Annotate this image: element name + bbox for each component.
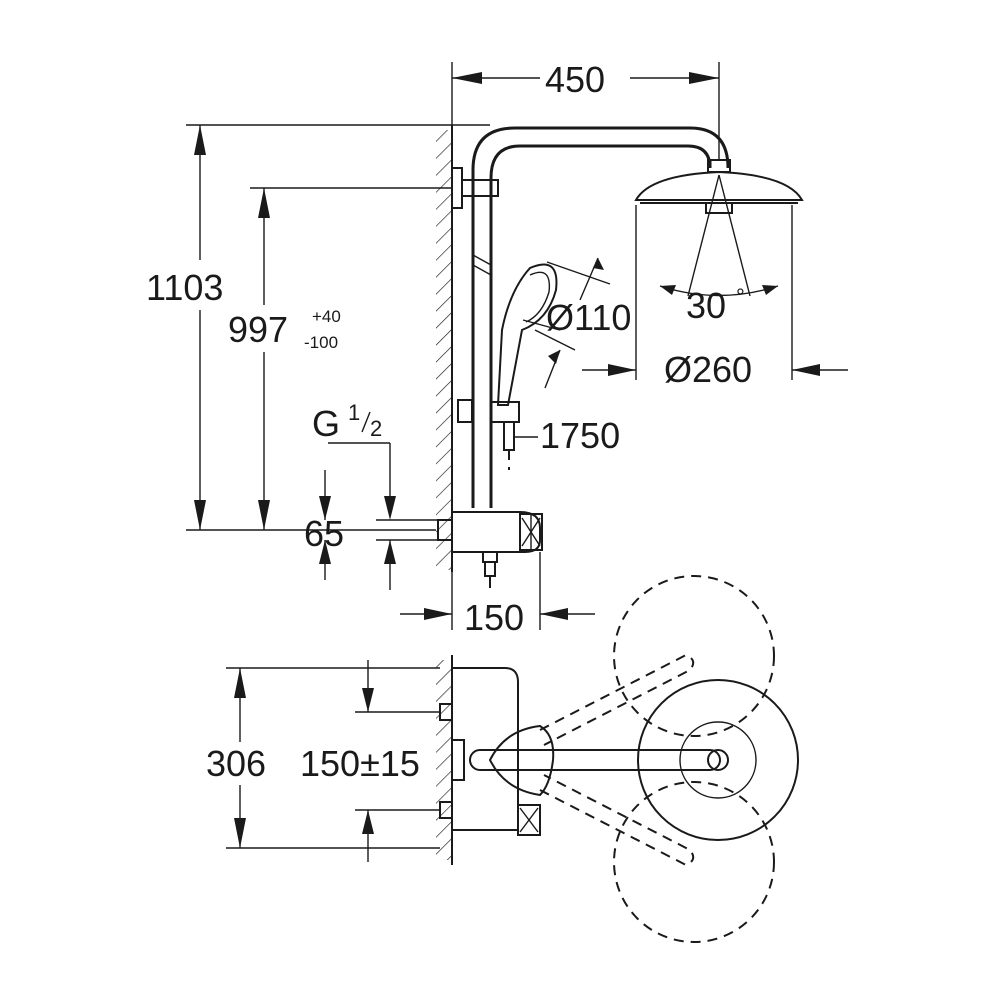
label-306: 306: [206, 743, 266, 784]
label-997: 997: [228, 309, 288, 350]
dim-306: [226, 667, 440, 849]
label-thread-den: 2: [370, 416, 382, 441]
dim-997: [250, 187, 452, 530]
label-1103: 1103: [146, 267, 223, 308]
label-150-depth: 150: [464, 597, 524, 638]
dim-1103: [186, 124, 490, 531]
wall-top: [436, 655, 453, 865]
thermostat-mixer-top: [439, 667, 541, 836]
label-head-dia: Ø260: [664, 349, 752, 390]
label-handshower-dia: Ø110: [546, 297, 631, 338]
shower-arm-top: [451, 724, 721, 797]
label-1750: 1750: [540, 415, 620, 456]
slider-bracket: [457, 399, 538, 470]
head-shower-top: [637, 679, 799, 841]
wall-side: [436, 125, 453, 572]
label-degree: °: [736, 284, 745, 309]
side-view: 450 1103 997 +40 -100 G 1 2 65 Ø110 30 °…: [146, 59, 848, 638]
hand-shower: [496, 257, 611, 406]
swivel-positions: [539, 575, 775, 943]
label-150-center: 150±15: [300, 743, 420, 784]
dim-150-depth: [400, 552, 595, 630]
head-shower: [634, 159, 804, 380]
dim-260: [582, 364, 848, 376]
knob-knurl: [521, 514, 541, 550]
dim-450: [451, 62, 720, 160]
label-spray-angle: 30: [686, 285, 726, 326]
thermostat-mixer-side: [437, 511, 543, 588]
dim-150-center: [355, 660, 440, 862]
label-thread: G: [312, 403, 340, 444]
label-450: 450: [545, 59, 605, 100]
label-tol-minus: -100: [304, 333, 338, 352]
dim-65: [319, 442, 438, 590]
label-thread-num: 1: [348, 400, 360, 425]
label-tol-plus: +40: [312, 307, 341, 326]
label-65: 65: [304, 513, 344, 554]
top-view: 306 150±15: [206, 575, 799, 943]
